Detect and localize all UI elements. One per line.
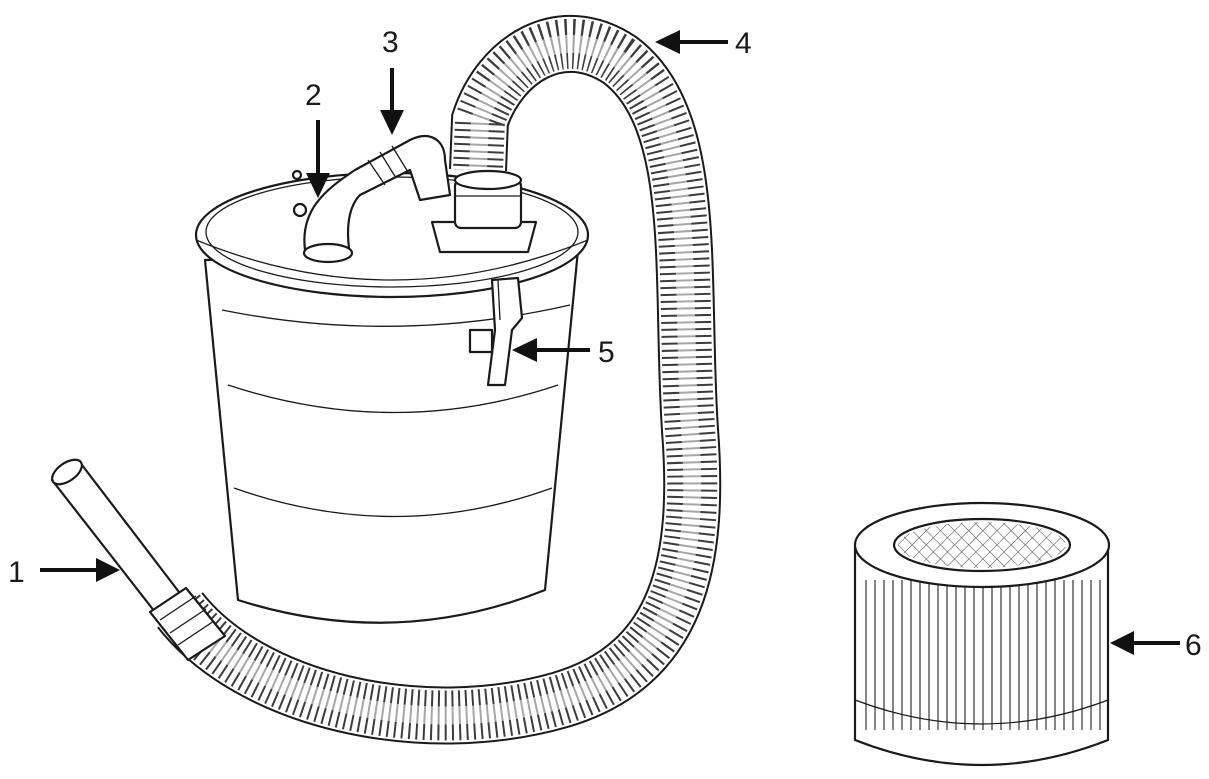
callout-label-4: 4 [735,27,752,60]
callout-arrow-5 [512,338,590,362]
callout-label-1: 1 [8,556,25,589]
callout-arrow-6 [1110,631,1180,655]
callout-arrow-1 [40,558,120,582]
callout-label-3: 3 [382,26,399,59]
callout-label-5: 5 [598,336,615,369]
ash-canister [194,169,590,624]
filter-cartridge [853,501,1111,767]
carry-handle [302,134,452,264]
metal-nozzle-tube [50,458,227,662]
lid-clamp [468,276,524,387]
flexible-hose [157,14,722,745]
callout-arrow-2 [306,120,330,198]
callout-label-6: 6 [1185,629,1202,662]
callout-arrow-4 [655,30,728,54]
callout-label-2: 2 [305,79,322,112]
callout-arrow-3 [380,68,404,135]
